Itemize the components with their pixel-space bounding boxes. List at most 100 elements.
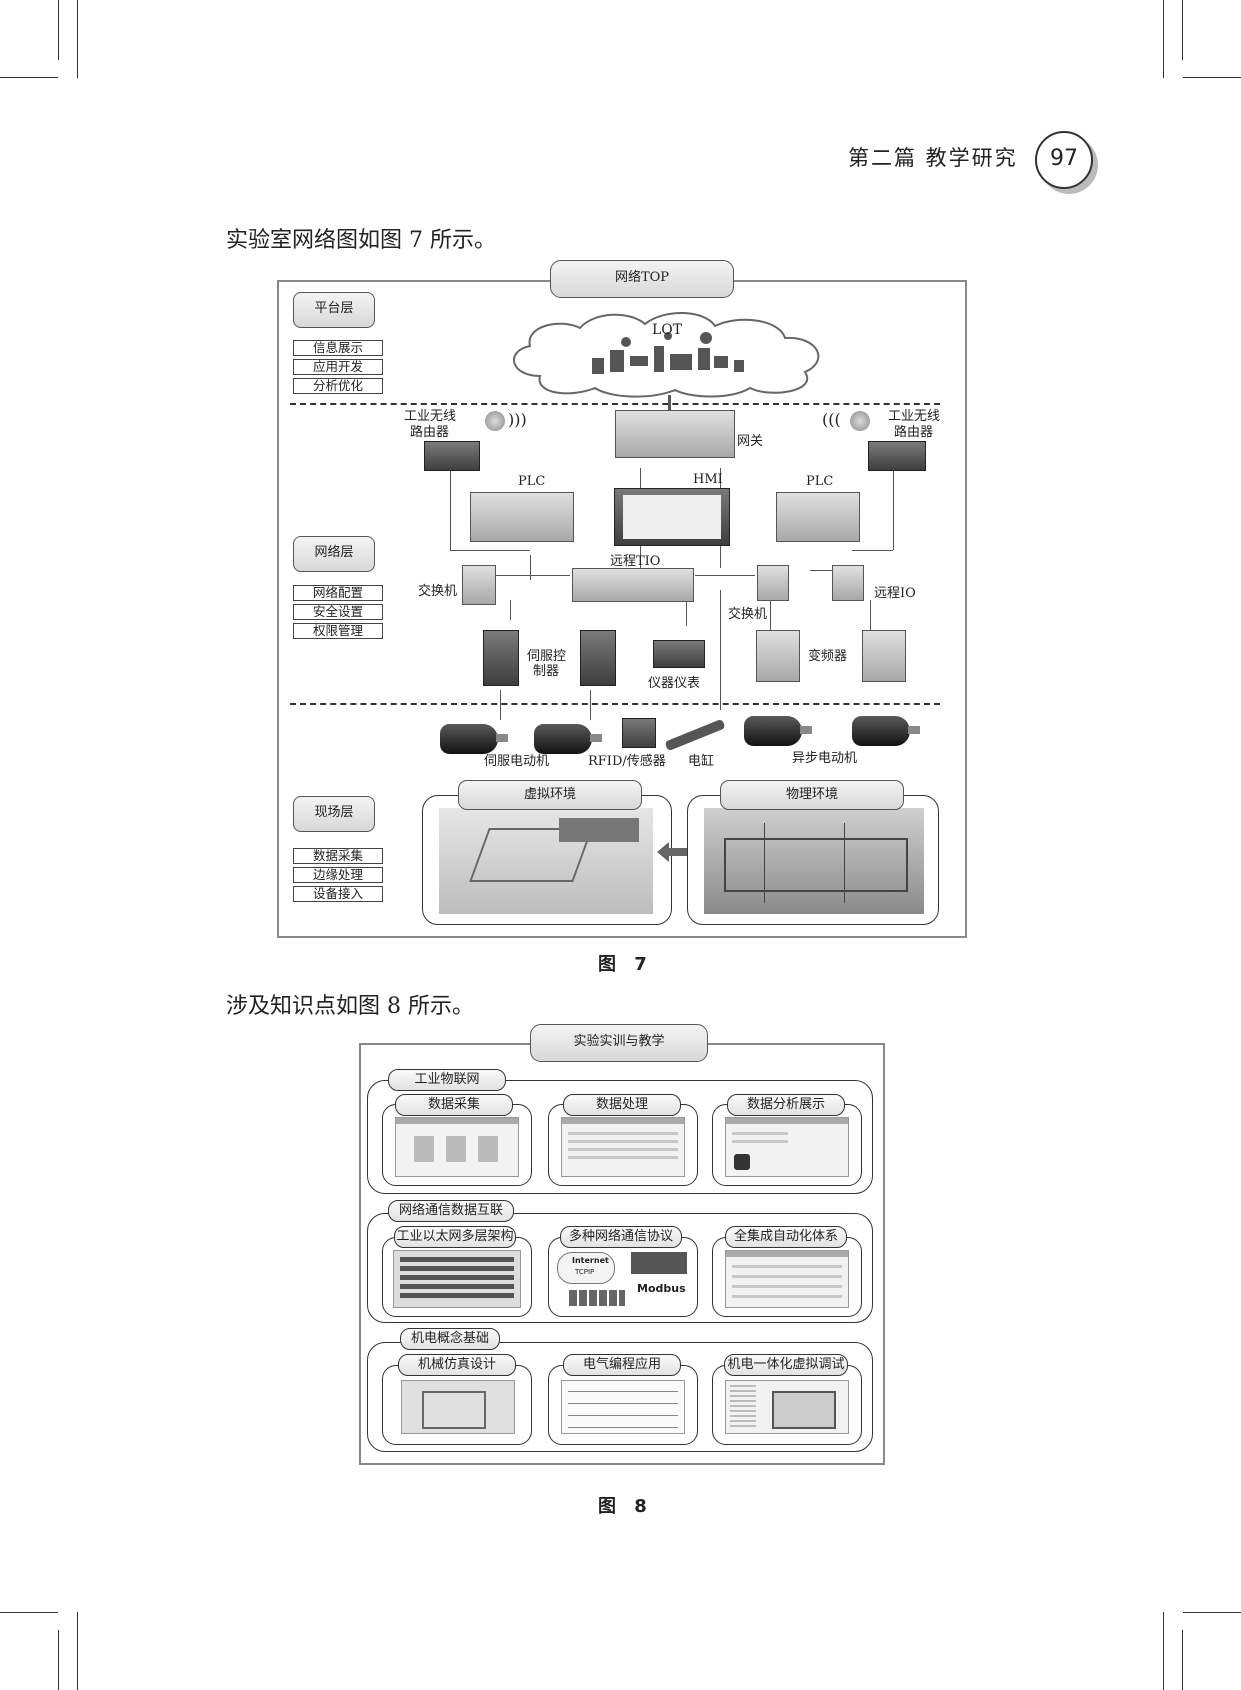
caption-figure-7: 图 7 bbox=[598, 954, 653, 975]
router-left-label: 路由器 bbox=[410, 425, 450, 440]
subsection bbox=[712, 1365, 862, 1445]
subsection bbox=[382, 1237, 532, 1317]
subsection bbox=[382, 1365, 532, 1445]
servo-controller bbox=[580, 630, 616, 686]
cloud-icon bbox=[513, 312, 820, 398]
divider bbox=[290, 403, 940, 405]
subsection bbox=[548, 1365, 698, 1445]
plc-left-label: PLC bbox=[518, 474, 546, 489]
subsection-title: 工业以太网多层架构 bbox=[394, 1226, 516, 1248]
rfid-label: RFID/传感器 bbox=[588, 754, 666, 769]
switch-left-label: 交换机 bbox=[418, 584, 458, 599]
tia-screenshot bbox=[725, 1250, 849, 1308]
electrical-programming-screenshot bbox=[561, 1380, 685, 1434]
antenna-icon bbox=[850, 411, 870, 431]
virtual-environment-panel bbox=[422, 795, 672, 925]
virtual-commissioning-screenshot bbox=[725, 1380, 849, 1434]
section-network-comm-title: 网络通信数据互联 bbox=[388, 1200, 514, 1222]
vfd bbox=[756, 630, 800, 682]
virtual-environment-render bbox=[439, 808, 653, 914]
layer-network-item: 网络配置 bbox=[293, 585, 383, 601]
hmi-panel bbox=[614, 488, 730, 546]
subsection bbox=[382, 1104, 532, 1186]
plc-left bbox=[470, 492, 574, 542]
layer-network: 网络层 bbox=[293, 536, 375, 572]
wireless-signal-icon: ))) bbox=[508, 410, 527, 429]
section-mechatronics-title: 机电概念基础 bbox=[400, 1328, 500, 1350]
cloud-icon bbox=[557, 1252, 615, 1284]
physical-environment-panel bbox=[687, 795, 939, 925]
data-analysis-screenshot bbox=[725, 1117, 849, 1177]
switch-left bbox=[462, 565, 496, 605]
physical-env-title: 物理环境 bbox=[720, 780, 904, 810]
fig7-top-title: 网络TOP bbox=[550, 260, 734, 298]
modbus-logo bbox=[631, 1252, 687, 1274]
remote-tio bbox=[572, 568, 694, 602]
router-right-label: 路由器 bbox=[894, 425, 934, 440]
servo-controller-label: 制器 bbox=[533, 664, 560, 679]
caption-figure-8: 图 8 bbox=[598, 1496, 653, 1517]
subsection-title: 机电一体化虚拟调试 bbox=[724, 1354, 848, 1376]
rfid-sensor bbox=[622, 718, 656, 748]
paragraph-fig8-intro: 涉及知识点如图 8 所示。 bbox=[226, 994, 474, 1019]
servo-motor-label: 伺服电动机 bbox=[484, 754, 550, 769]
subsection-title: 数据处理 bbox=[563, 1094, 681, 1116]
layer-platform: 平台层 bbox=[293, 292, 375, 328]
gateway bbox=[615, 410, 735, 458]
remote-io-label: 远程IO bbox=[874, 586, 916, 601]
layer-platform-item: 信息展示 bbox=[293, 340, 383, 356]
section-iiot-title: 工业物联网 bbox=[388, 1069, 506, 1091]
async-motor-label: 异步电动机 bbox=[792, 751, 858, 766]
fig8-title: 实验实训与教学 bbox=[530, 1024, 708, 1062]
mechanical-sim-screenshot bbox=[401, 1380, 515, 1434]
subsection-title: 数据采集 bbox=[395, 1094, 513, 1116]
switch-right-label: 交换机 bbox=[728, 607, 768, 622]
cloud-label: LOT bbox=[652, 322, 683, 338]
gateway-label: 网关 bbox=[737, 434, 764, 449]
layer-platform-item: 应用开发 bbox=[293, 359, 383, 375]
subsection-title: 全集成自动化体系 bbox=[725, 1226, 847, 1248]
remote-tio-label: 远程TIO bbox=[610, 554, 661, 569]
servo-controller bbox=[483, 630, 519, 686]
tcpip-label: TCPIP bbox=[575, 1268, 595, 1276]
layer-field-item: 边缘处理 bbox=[293, 867, 383, 883]
async-motor bbox=[852, 716, 920, 746]
servo-motor bbox=[534, 724, 602, 754]
running-header: 第二篇 教学研究 bbox=[848, 146, 1018, 170]
switch-right bbox=[757, 565, 789, 601]
router-right-label: 工业无线 bbox=[888, 409, 941, 424]
subsection bbox=[548, 1104, 698, 1186]
virtual-env-title: 虚拟环境 bbox=[458, 780, 642, 810]
plc-right-label: PLC bbox=[806, 474, 834, 489]
layer-field-item: 设备接入 bbox=[293, 886, 383, 902]
page-number: 97 bbox=[1035, 131, 1093, 189]
subsection bbox=[712, 1104, 862, 1186]
ethernet-architecture-screenshot bbox=[393, 1250, 521, 1308]
paragraph-fig7-intro: 实验室网络图如图 7 所示。 bbox=[226, 228, 496, 253]
remote-io bbox=[832, 565, 864, 601]
profinet-logo bbox=[569, 1290, 625, 1306]
layer-field: 现场层 bbox=[293, 796, 375, 832]
async-motor bbox=[744, 716, 812, 746]
layer-network-item: 安全设置 bbox=[293, 604, 383, 620]
instrument-meter bbox=[653, 640, 705, 668]
subsection-title: 数据分析展示 bbox=[727, 1094, 845, 1116]
layer-field-item: 数据采集 bbox=[293, 848, 383, 864]
subsection: Internet TCPIP Modbus bbox=[548, 1237, 698, 1317]
layer-network-item: 权限管理 bbox=[293, 623, 383, 639]
vfd-label: 变频器 bbox=[808, 649, 848, 664]
antenna-icon bbox=[485, 411, 505, 431]
hmi-label: HMI bbox=[693, 472, 723, 487]
vfd bbox=[862, 630, 906, 682]
cylinder-label: 电缸 bbox=[688, 754, 715, 769]
subsection-title: 机械仿真设计 bbox=[398, 1354, 516, 1376]
servo-motor bbox=[440, 724, 508, 754]
subsection-title: 电气编程应用 bbox=[563, 1354, 681, 1376]
internet-label: Internet bbox=[572, 1256, 609, 1265]
plc-right bbox=[776, 492, 860, 542]
servo-controller-label: 伺服控 bbox=[527, 649, 567, 664]
instrument-label: 仪器仪表 bbox=[648, 676, 701, 691]
wireless-signal-icon: ((( bbox=[822, 410, 841, 429]
layer-platform-item: 分析优化 bbox=[293, 378, 383, 394]
modbus-label: Modbus bbox=[637, 1282, 686, 1295]
